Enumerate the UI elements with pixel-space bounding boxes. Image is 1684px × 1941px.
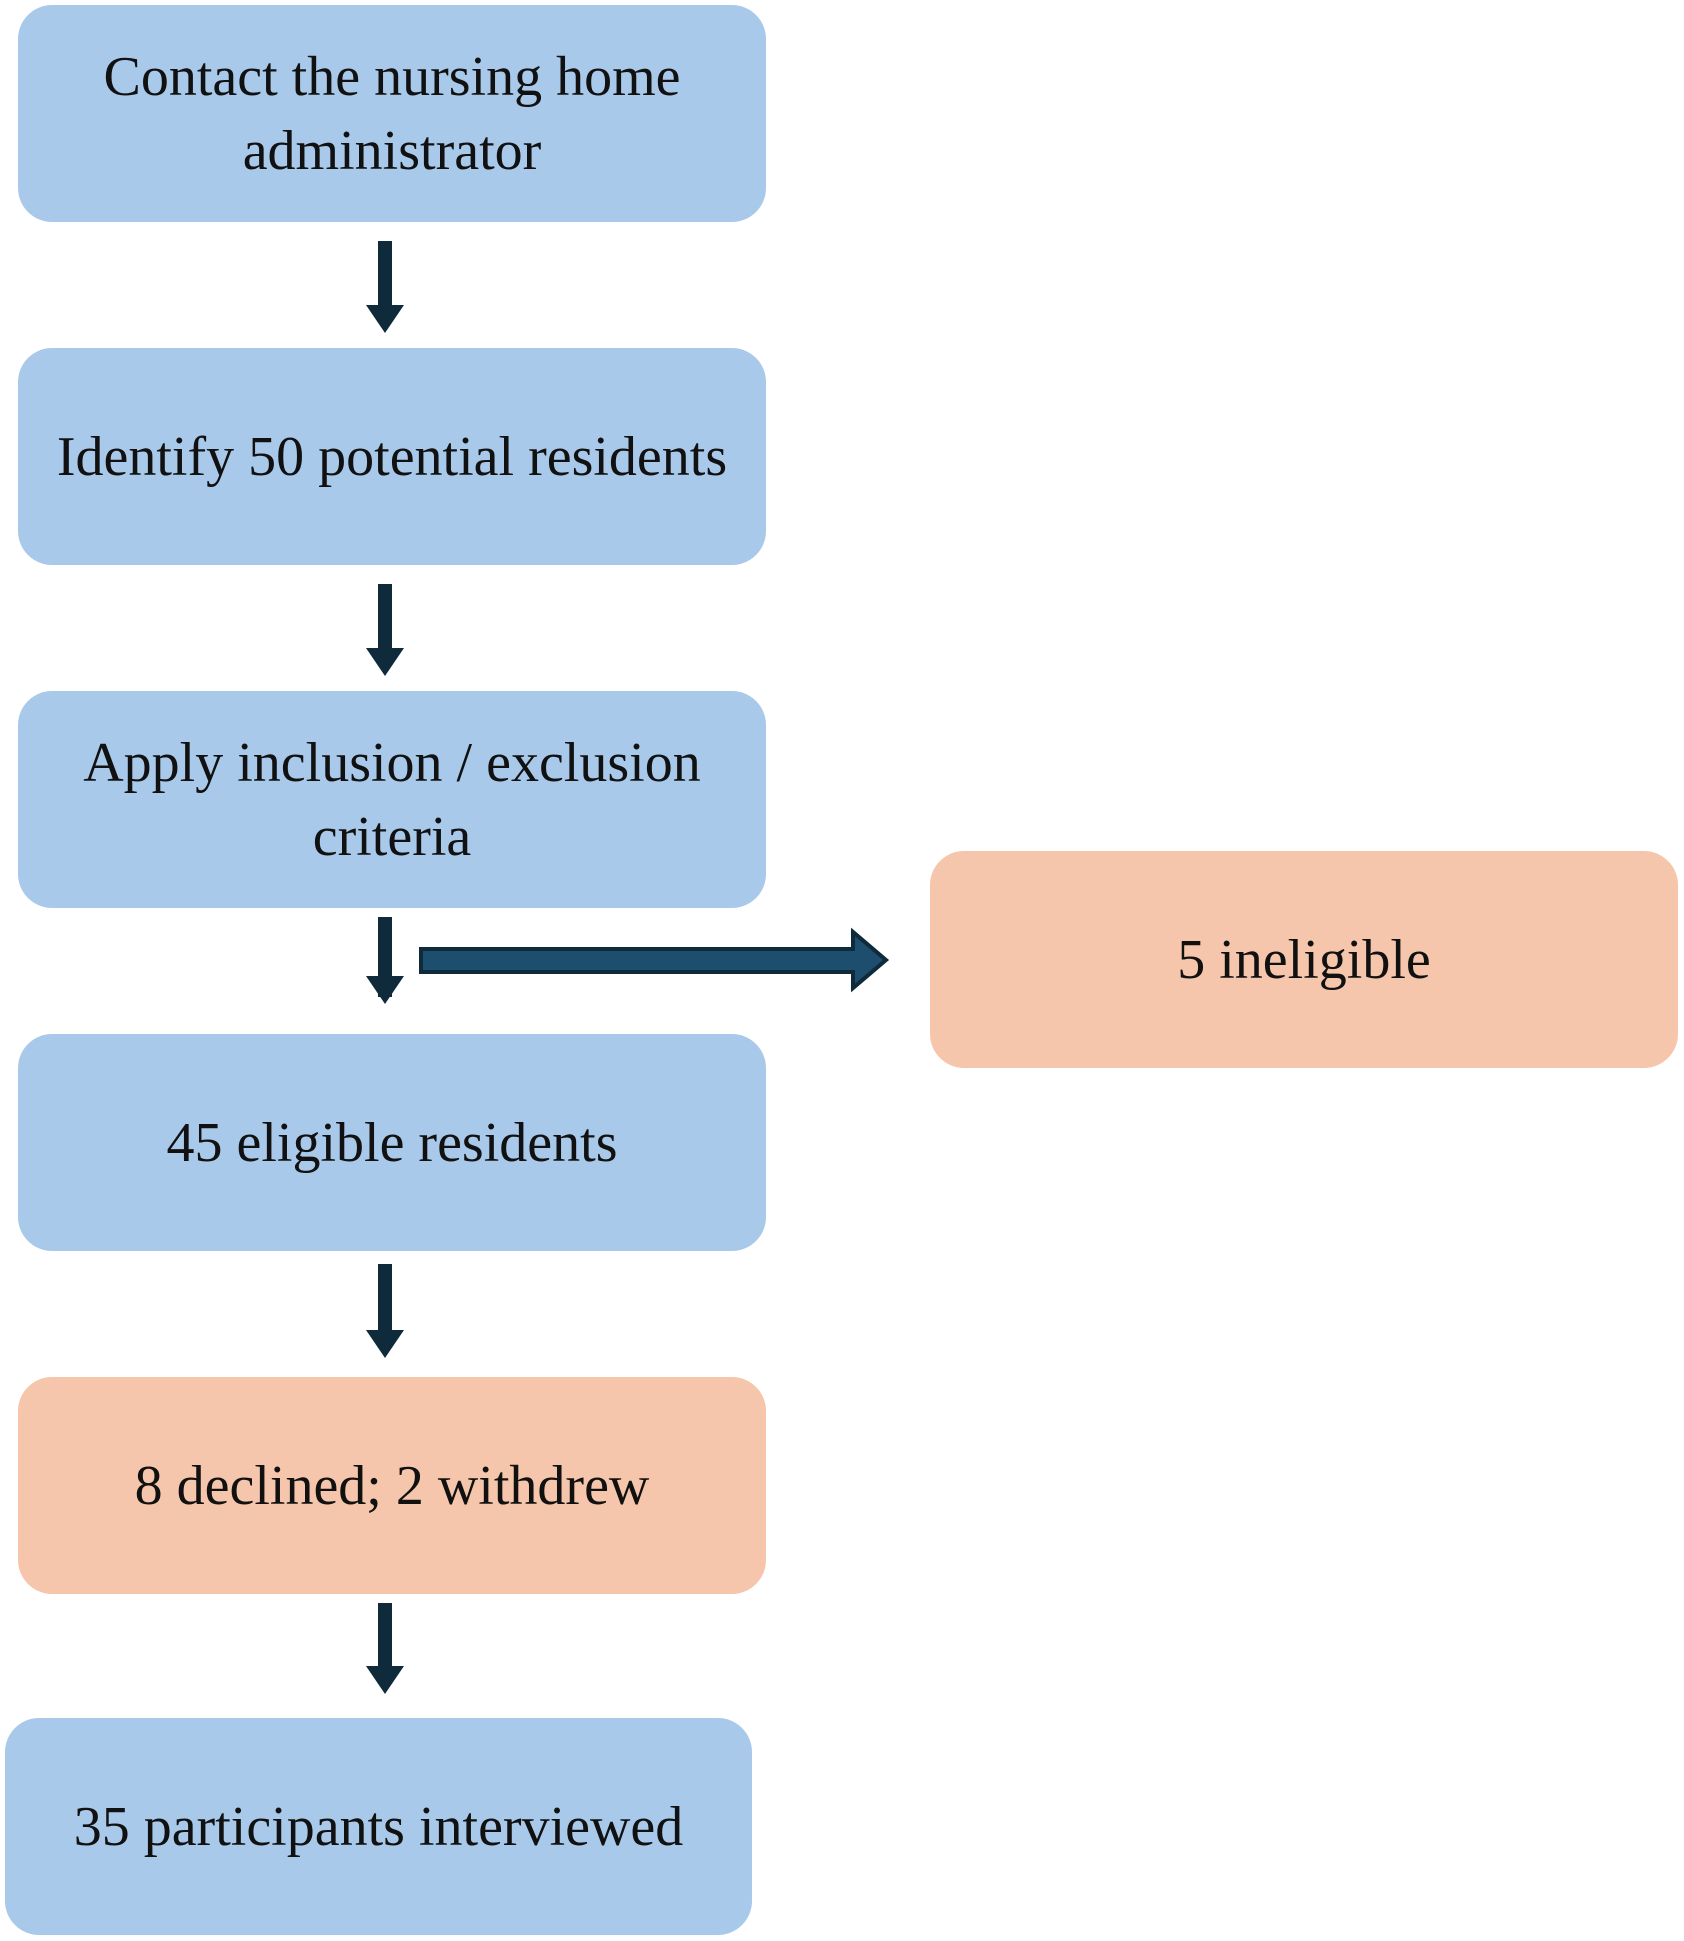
step-identify-residents: Identify 50 potential residents: [18, 348, 766, 565]
step-participants-interviewed: 35 participants interviewed: [5, 1718, 752, 1935]
right-arrow-ineligible: [419, 927, 890, 993]
step-apply-criteria: Apply inclusion / exclusion criteria: [18, 691, 766, 908]
down-arrow-4: [366, 1264, 404, 1358]
step-eligible-residents: 45 eligible residents: [18, 1034, 766, 1251]
step-participants-interviewed-label: 35 participants interviewed: [73, 1795, 684, 1858]
step-apply-criteria-label: Apply inclusion / exclusion criteria: [83, 731, 701, 868]
down-arrow-2: [366, 584, 404, 676]
step-declined-withdrew-label: 8 declined; 2 withdrew: [134, 1454, 650, 1517]
down-arrow-1: [366, 241, 404, 333]
step-identify-residents-label: Identify 50 potential residents: [56, 425, 728, 488]
step-contact-administrator: Contact the nursing home administrator: [18, 5, 766, 222]
side-ineligible: 5 ineligible: [930, 851, 1678, 1068]
step-contact-administrator-label: Contact the nursing home administrator: [103, 45, 681, 182]
down-arrow-3: [366, 917, 404, 1004]
side-ineligible-label: 5 ineligible: [1177, 928, 1431, 991]
down-arrow-5: [366, 1603, 404, 1694]
step-declined-withdrew: 8 declined; 2 withdrew: [18, 1377, 766, 1594]
step-eligible-residents-label: 45 eligible residents: [166, 1111, 618, 1174]
